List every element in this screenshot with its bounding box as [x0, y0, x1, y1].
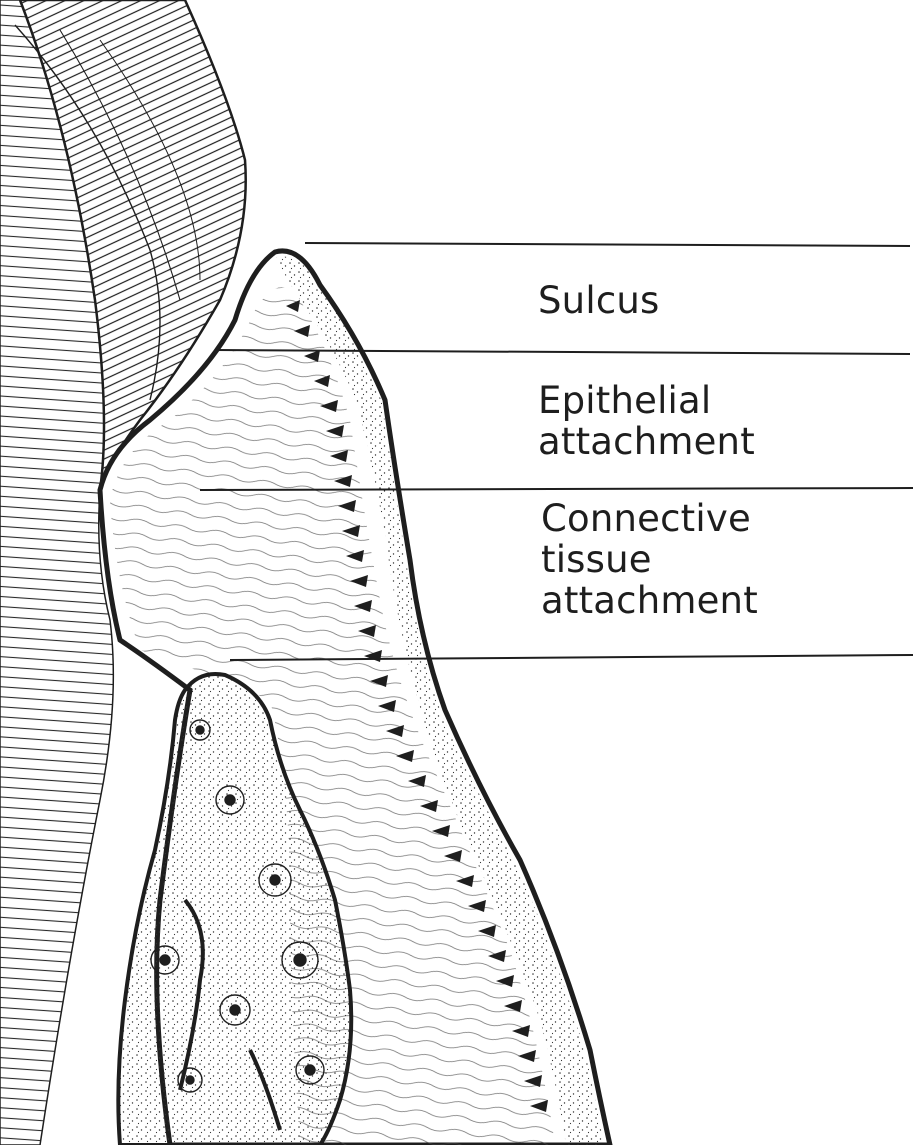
label-connective-line-3: attachment	[541, 580, 758, 621]
label-connective-line-2: tissue	[541, 539, 758, 580]
label-connective-tissue-attachment: Connective tissue attachment	[541, 498, 758, 621]
label-sulcus-line-1: Sulcus	[538, 280, 660, 321]
sulcus-top-line	[305, 243, 910, 246]
label-epithelial-line-2: attachment	[538, 421, 755, 462]
label-connective-line-1: Connective	[541, 498, 758, 539]
label-sulcus: Sulcus	[538, 280, 660, 321]
label-epithelial-attachment: Epithelial attachment	[538, 380, 755, 462]
label-epithelial-line-1: Epithelial	[538, 380, 755, 421]
